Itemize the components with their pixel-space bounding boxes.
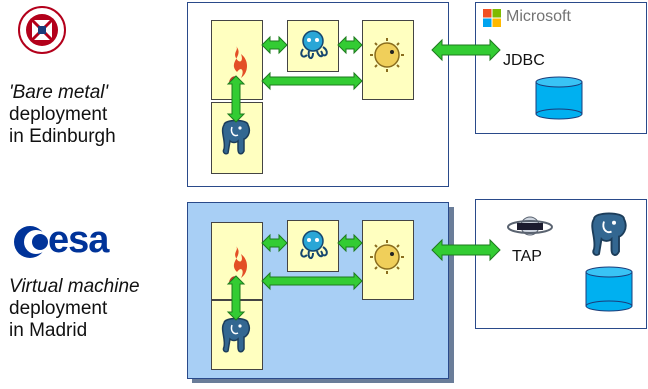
bottom-arrow-java-postgres: [226, 275, 246, 321]
arrow-java-puffer: [261, 71, 363, 91]
microsoft-logo-icon: [483, 9, 501, 27]
esa-logo-text: esa: [48, 219, 109, 261]
esa-logo: [12, 220, 132, 264]
bottom-caption-line1: Virtual machine: [9, 276, 140, 297]
postgresql-elephant-icon: [218, 117, 254, 157]
bottom-site-caption: Virtual machine deployment in Madrid: [9, 276, 184, 342]
arrow-java-tomcat: [261, 35, 288, 55]
tap-label: TAP: [512, 248, 542, 265]
octopus-icon: [295, 27, 331, 63]
bottom-postgresql-elephant-icon: [218, 315, 254, 355]
remote-database-cylinder-icon: [585, 266, 633, 312]
bottom-arrow-tomcat-puffer: [337, 233, 363, 253]
remote-postgresql-elephant-icon: [585, 209, 633, 259]
bottom-caption-line2: deployment: [9, 298, 108, 319]
microsoft-label: Microsoft: [506, 8, 571, 25]
university-of-edinburgh-logo: [18, 6, 66, 54]
top-caption-line2: deployment: [9, 104, 108, 125]
bottom-arrow-java-puffer: [261, 271, 363, 291]
bottom-pufferfish-icon: [369, 240, 405, 274]
bottom-caption-line3: in Madrid: [9, 320, 88, 341]
bottom-octopus-icon: [295, 227, 331, 263]
top-caption-line3: in Edinburgh: [9, 126, 116, 147]
vo-saturn-icon: [507, 209, 553, 243]
arrow-top-jdbc: [431, 38, 501, 62]
jdbc-label: JDBC: [503, 52, 545, 69]
database-cylinder-icon: [535, 76, 583, 120]
arrow-bottom-tap: [431, 238, 501, 262]
top-caption-line1: 'Bare metal': [9, 82, 109, 103]
top-site-caption: 'Bare metal' deployment in Edinburgh: [9, 82, 179, 148]
arrow-java-postgres: [226, 75, 246, 123]
arrow-tomcat-puffer: [337, 35, 363, 55]
bottom-arrow-java-tomcat: [261, 233, 288, 253]
pufferfish-icon: [369, 38, 405, 72]
